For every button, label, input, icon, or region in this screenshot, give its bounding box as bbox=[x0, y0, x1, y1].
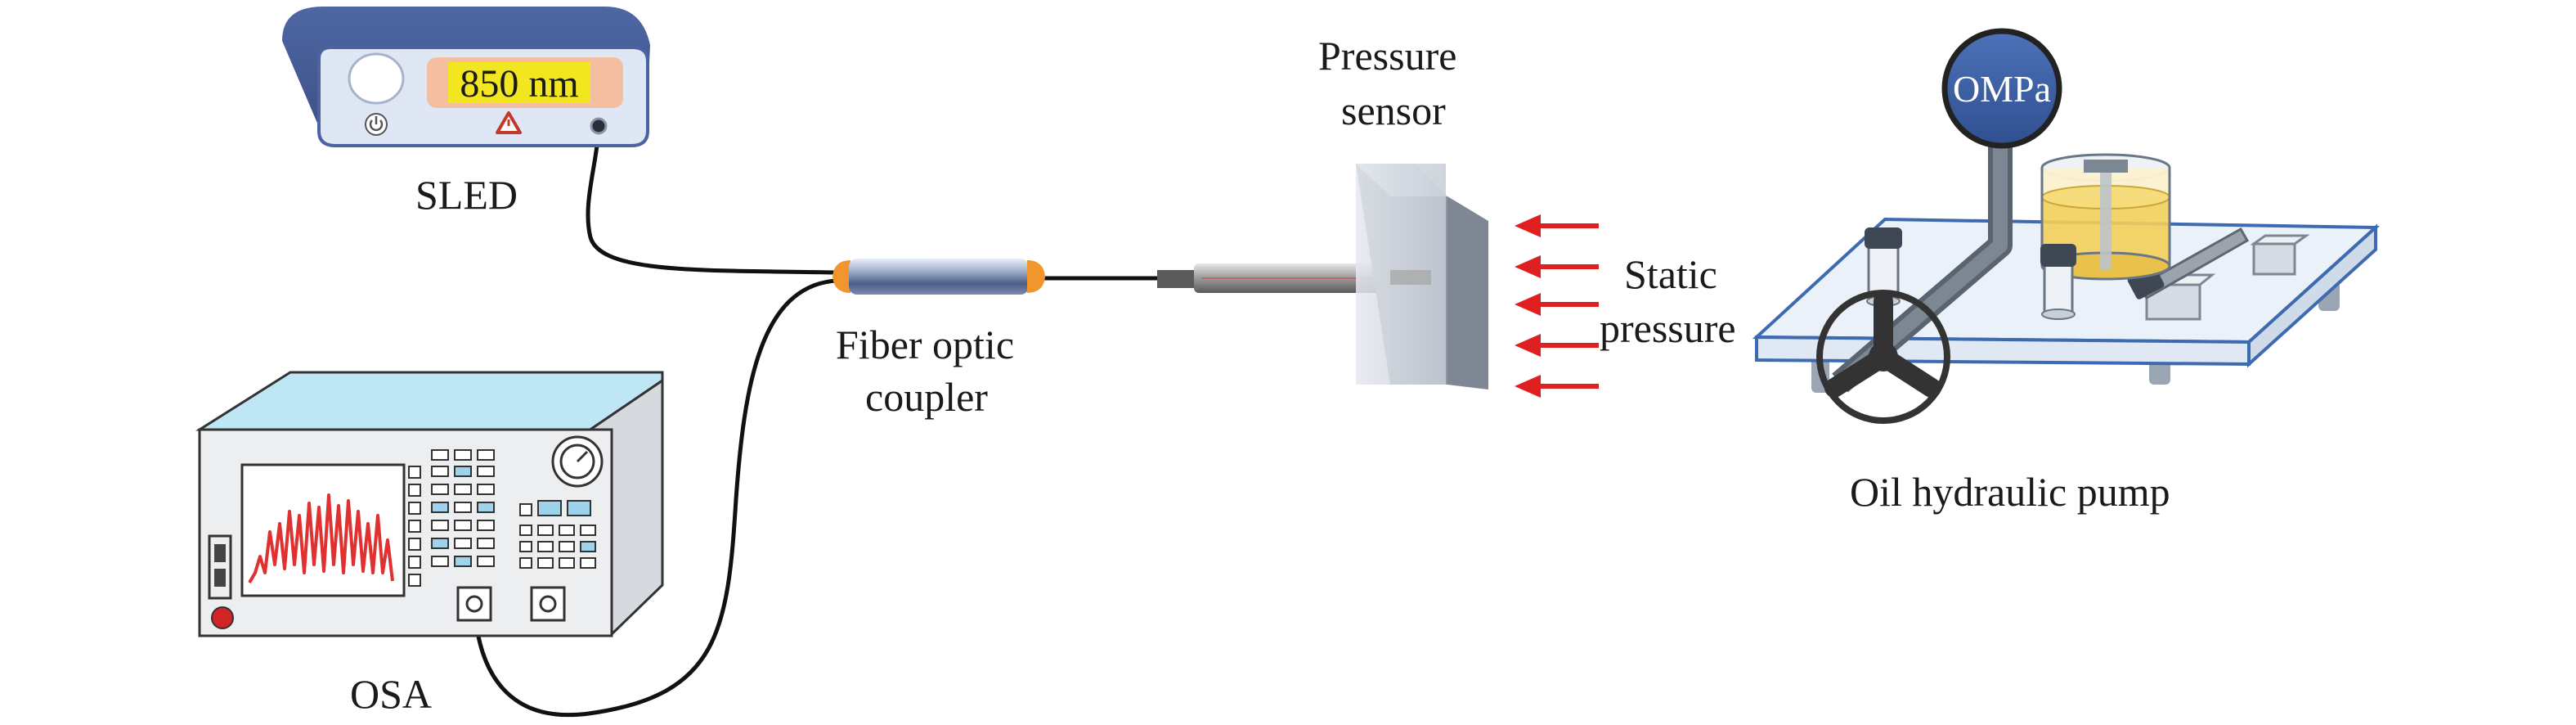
pump-cylinder bbox=[2040, 244, 2076, 320]
sensor-glass-block bbox=[1356, 164, 1488, 390]
pressure-arrow bbox=[1515, 334, 1599, 357]
osa-instrument bbox=[195, 371, 664, 637]
static-pressure-label-line1: Static bbox=[1624, 251, 1717, 297]
optical-fibers bbox=[472, 128, 1161, 718]
pump-label: Oil hydraulic pump bbox=[1850, 469, 2170, 515]
static-pressure-label-line2: pressure bbox=[1600, 305, 1736, 351]
sensor-label-line2: sensor bbox=[1341, 88, 1446, 133]
osa-spectrum-trace bbox=[248, 493, 394, 584]
fiber-sled-to-coupler bbox=[586, 128, 835, 275]
pump-handwheel[interactable] bbox=[1816, 290, 1950, 424]
osa-aux-port[interactable] bbox=[530, 586, 566, 622]
osa-input-port[interactable] bbox=[456, 586, 492, 622]
pressure-gauge: OMPa bbox=[1941, 28, 2062, 149]
pressure-arrow bbox=[1515, 255, 1599, 278]
osa-screen bbox=[240, 463, 406, 597]
sled-knob[interactable] bbox=[348, 52, 405, 105]
fiber-osa-to-coupler bbox=[472, 278, 837, 718]
pressure-arrow bbox=[1515, 375, 1599, 398]
static-pressure-arrows bbox=[1515, 214, 1599, 398]
oil-hydraulic-pump: OMPa bbox=[1752, 28, 2381, 424]
coupler-label-line1: Fiber optic bbox=[836, 322, 1014, 367]
osa-rotary-knob[interactable] bbox=[551, 435, 604, 488]
osa-softkeys[interactable] bbox=[408, 466, 421, 587]
sled-label: SLED bbox=[415, 172, 518, 218]
sled-source: 850 nm bbox=[282, 7, 650, 147]
sled-output-port[interactable] bbox=[590, 117, 608, 135]
gauge-reading: OMPa bbox=[1953, 68, 2051, 110]
pressure-sensor bbox=[1157, 164, 1488, 390]
oil-reservoir bbox=[2040, 153, 2171, 281]
osa-power-button[interactable] bbox=[211, 606, 234, 629]
pump-block bbox=[2250, 234, 2310, 276]
warning-icon bbox=[496, 111, 522, 134]
power-icon[interactable] bbox=[365, 113, 388, 136]
osa-keypad[interactable] bbox=[431, 449, 596, 569]
sled-display-text: 850 nm bbox=[460, 62, 578, 106]
coupler-label-line2: coupler bbox=[865, 374, 988, 420]
fiber-optic-coupler bbox=[832, 259, 1045, 295]
pressure-arrow bbox=[1515, 293, 1599, 316]
pressure-arrow bbox=[1515, 214, 1599, 237]
sensor-label-line1: Pressure bbox=[1318, 33, 1456, 79]
osa-label: OSA bbox=[350, 671, 432, 717]
